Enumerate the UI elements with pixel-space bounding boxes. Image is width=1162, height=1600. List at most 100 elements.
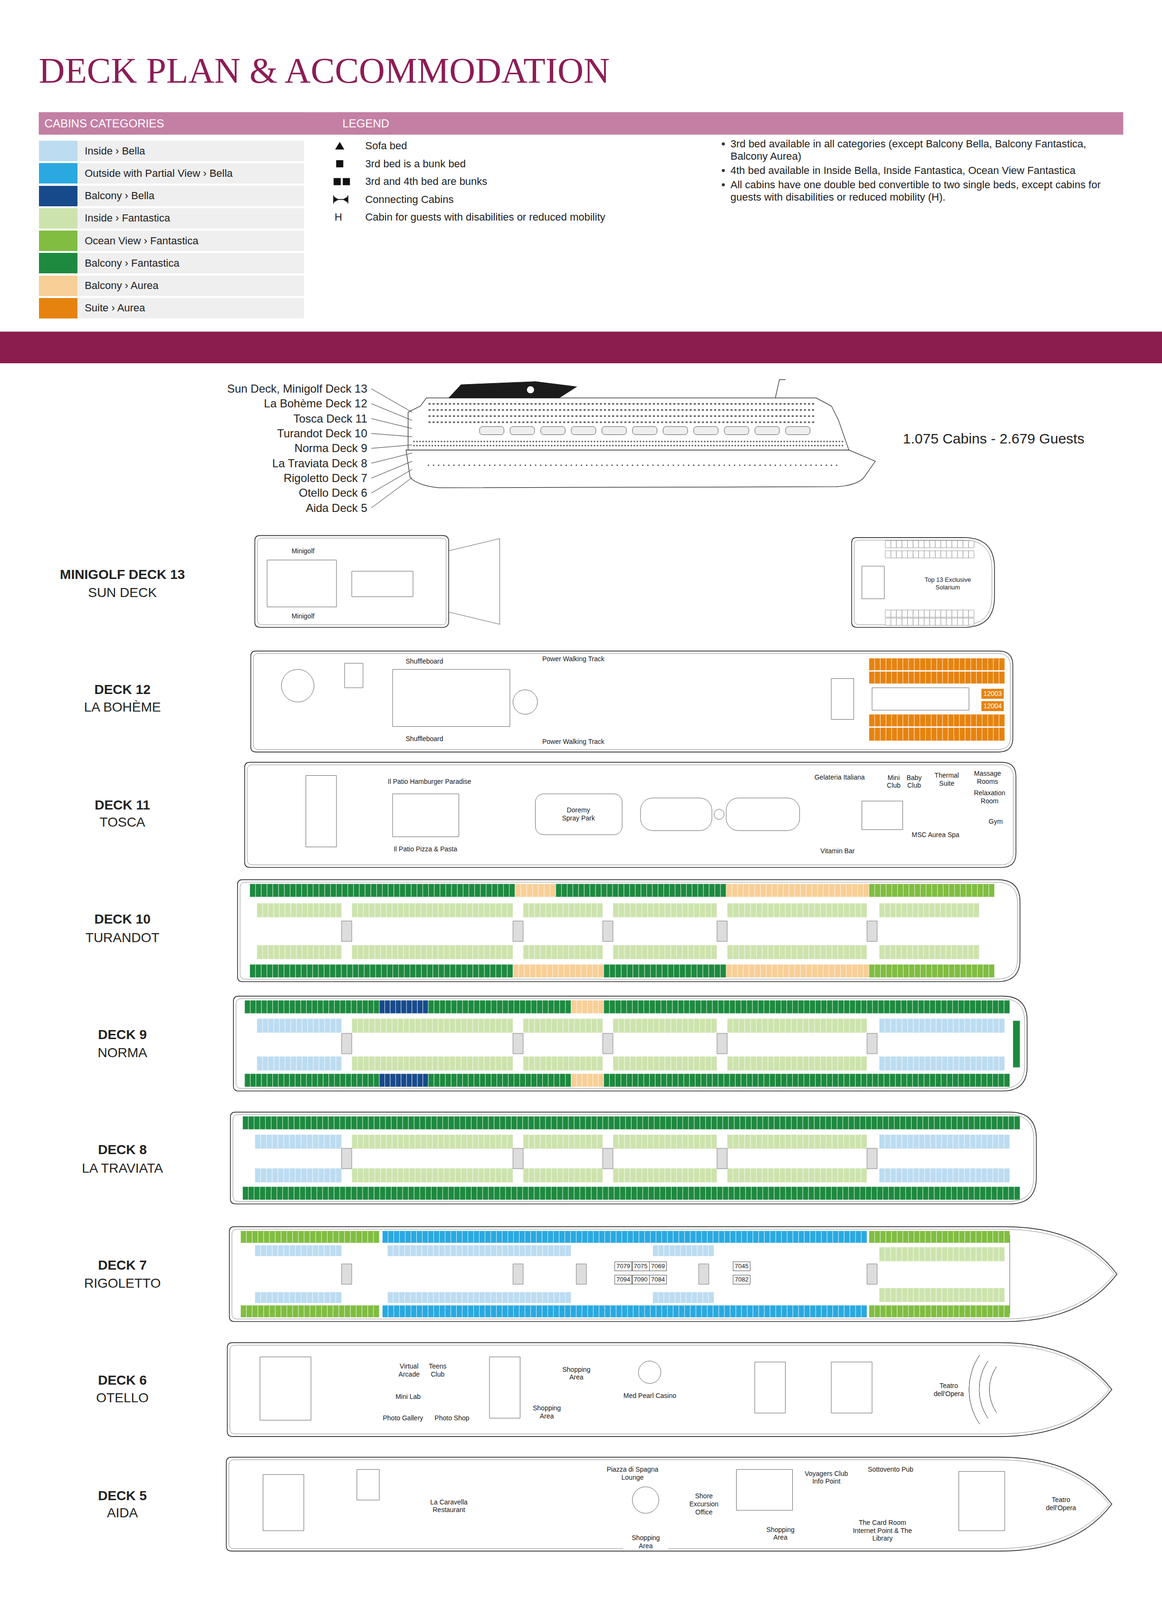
- cabin-cell: [655, 1073, 662, 1087]
- cabin-cell: [445, 999, 452, 1014]
- ship-window: [718, 415, 721, 417]
- cabin-cell: [902, 1017, 908, 1033]
- cabin-cell: [492, 883, 499, 897]
- ship-window: [665, 421, 668, 423]
- ship-window: [835, 444, 837, 447]
- cabin-cell: [554, 1073, 560, 1087]
- room-outline: [267, 559, 337, 607]
- ship-window: [734, 440, 737, 442]
- cabin-cell: [892, 883, 898, 897]
- ship-window: [591, 403, 594, 405]
- cabin-cell: [931, 671, 938, 684]
- cabin-cell: [965, 658, 971, 671]
- ship-window: [767, 421, 769, 423]
- ship-window: [697, 444, 700, 447]
- cabin-cell: [665, 902, 672, 918]
- venue-name: Baby Club: [905, 773, 923, 790]
- cabin-cell: [779, 944, 786, 960]
- cabin-cell: [798, 999, 805, 1014]
- deck-name-label: Norma Deck 9: [167, 441, 368, 455]
- venue-label-box: Power Walking Track: [536, 737, 611, 747]
- ship-window: [705, 421, 708, 423]
- legend-text: Inside › Fantastica: [84, 211, 171, 225]
- ship-window: [587, 403, 590, 405]
- ship-window: [599, 444, 602, 447]
- divider-band: [0, 331, 1162, 364]
- cabin-cell: [774, 1017, 780, 1033]
- cabin-cell: [627, 964, 634, 978]
- cabin-cell: [948, 658, 954, 671]
- ship-porthole: [631, 464, 634, 466]
- cabin-cell: [885, 618, 892, 626]
- cabin-cell: [795, 964, 801, 978]
- ship-window: [640, 403, 643, 405]
- cabin-cell: [485, 1073, 492, 1087]
- cabin-cell: [681, 883, 687, 897]
- cabin-cell: [988, 714, 994, 727]
- ship-porthole: [764, 464, 766, 466]
- cabin-cell: [531, 999, 538, 1014]
- cabin-cell: [895, 944, 902, 960]
- venue-label-box: Doremy Spray Park: [559, 805, 598, 823]
- cabin-cell: [328, 999, 335, 1014]
- ship-window: [740, 444, 742, 447]
- ship-window: [746, 444, 749, 447]
- cabin-cell: [490, 964, 497, 978]
- ship-window: [801, 440, 804, 442]
- ship-window: [743, 444, 746, 447]
- cabin-cell: [689, 999, 696, 1014]
- ship-window: [705, 403, 708, 405]
- cabin-cell: [960, 964, 967, 978]
- ship-window: [612, 440, 614, 442]
- cabin-cell: [940, 902, 947, 918]
- deck-plan: DECK 9NORMA: [30, 991, 1036, 1095]
- ship-window: [599, 440, 602, 442]
- ship-window: [804, 415, 807, 417]
- cabin-cell: [524, 964, 531, 978]
- cabin-cell: [959, 714, 966, 727]
- cabin-cell: [386, 902, 393, 918]
- ship-window: [419, 440, 421, 442]
- cabin-cell: [653, 902, 660, 918]
- ship-window: [468, 440, 470, 442]
- ship-window: [731, 440, 733, 442]
- ship-window: [449, 409, 452, 411]
- ship-window: [710, 415, 712, 417]
- ship-window: [648, 403, 651, 405]
- leader-line: [371, 403, 413, 421]
- cabin-cell: [256, 999, 262, 1014]
- ship-window: [756, 440, 758, 442]
- cabin-cell: [642, 1017, 648, 1033]
- cabin-cell: [635, 883, 642, 897]
- cabin-cell: [489, 902, 496, 918]
- cabin-cell: [885, 610, 892, 618]
- ship-window: [468, 444, 470, 447]
- ship-window: [653, 421, 655, 423]
- cabin-cell: [897, 964, 904, 978]
- cabin-cell: [907, 550, 914, 558]
- cabin-cell: [336, 964, 342, 978]
- leader-line: [371, 418, 413, 429]
- cabin-cell: [319, 1017, 326, 1033]
- cabin-cell: [626, 1073, 633, 1087]
- ship-window: [820, 444, 822, 447]
- cabin-cell: [279, 1017, 286, 1033]
- ship-window: [775, 403, 778, 405]
- cabin-cell: [537, 999, 543, 1014]
- cabin-cell: [574, 944, 581, 960]
- cabin-cell: [379, 1073, 385, 1087]
- ship-window: [656, 421, 659, 423]
- cabin-cell: [760, 964, 767, 978]
- ship-window: [682, 444, 684, 447]
- cabin-cell: [374, 902, 381, 918]
- cabin-cell: [353, 883, 360, 897]
- ship-window: [444, 409, 447, 411]
- cabin-cell: [698, 883, 704, 897]
- cabin-cell: [988, 727, 994, 741]
- cabin-cell: [653, 944, 660, 960]
- cabin-cell: [449, 902, 456, 918]
- cabin-cell: [432, 944, 439, 960]
- ship-window: [726, 421, 729, 423]
- ship-window: [728, 444, 730, 447]
- cabin-cell: [808, 902, 815, 918]
